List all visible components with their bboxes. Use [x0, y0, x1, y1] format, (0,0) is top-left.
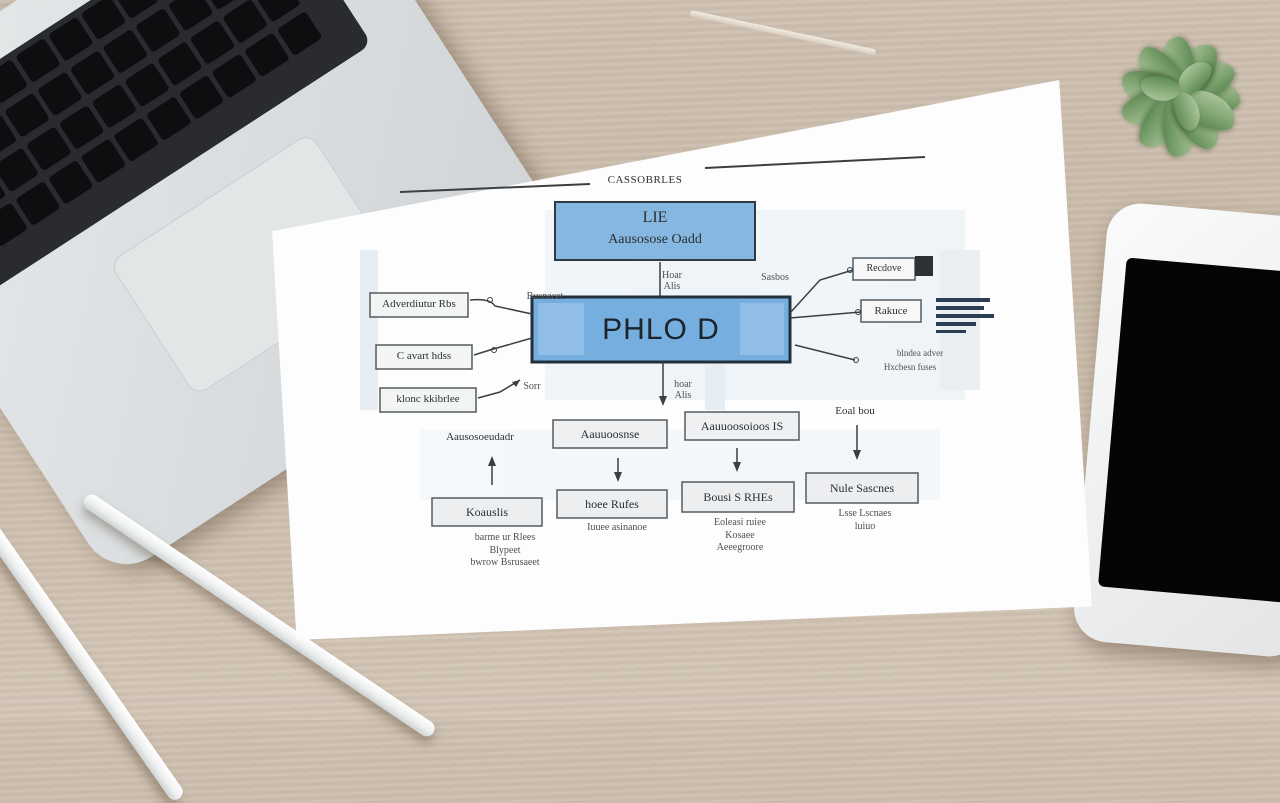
connector-label-left: Sorr — [523, 381, 541, 392]
bottom-box-3 — [681, 481, 795, 513]
bottom-box-4 — [805, 472, 919, 504]
left-box-2 — [375, 344, 473, 370]
left-box-2-label: C avart hdss — [396, 350, 452, 362]
connector-label-down-1: Hoar — [662, 270, 682, 281]
succulent-plant — [1060, 0, 1280, 200]
bottom-note-4: Lsse Lscnaes luiuo — [838, 508, 892, 532]
right-box-1-label: Recdove — [866, 263, 902, 274]
bottom-note-2: Iuuee asinanoe — [587, 522, 647, 533]
right-note-1: blndea adver — [896, 348, 944, 358]
center-down-label-1: hoar — [674, 379, 692, 390]
header-rule-left — [399, 183, 591, 193]
concept-diagram — [360, 156, 994, 527]
bottom-box-1 — [431, 497, 543, 527]
connector-label-top-right: Sasbos — [761, 272, 789, 283]
right-note-2: Hxcbesn fuses — [883, 362, 937, 372]
left-box-3 — [379, 387, 477, 413]
left-box-1 — [369, 292, 469, 318]
bottom-box-2 — [556, 489, 668, 519]
bottom-box-3-label: Bousi S RHEs — [703, 490, 773, 504]
left-box-1-label: Adverdiutur Rbs — [382, 298, 456, 310]
top-box — [554, 201, 756, 261]
row-header-3: Aauuoosoioos IS — [700, 419, 784, 433]
diagram-header: CASSOBRLES — [607, 174, 683, 186]
row-box-2 — [552, 419, 668, 449]
center-box-title: PHLO D — [602, 313, 720, 346]
right-box-2-label: Rakuce — [874, 305, 908, 317]
top-box-title: LIE — [642, 209, 668, 226]
row-header-1: Aausosoeudadr — [446, 431, 514, 443]
right-bars — [936, 298, 994, 333]
bottom-box-4-label: Nule Sascnes — [829, 481, 895, 495]
bottom-note-1: barme ur Rlees Blypeet bwrow Bsrusaeet — [470, 532, 540, 568]
left-box-3-label: klonc kkibrlee — [396, 393, 460, 405]
header-rule-right — [704, 156, 926, 169]
row-header-2: Aauuoosnse — [580, 427, 640, 441]
row-header-4: Eoal bou — [835, 405, 875, 417]
bottom-box-2-label: hoee Rufes — [585, 497, 639, 511]
connector-label-top-left: Busnacet — [526, 291, 564, 302]
row-box-3 — [684, 411, 800, 441]
top-box-subtitle: Aausosose Oadd — [608, 232, 702, 247]
bottom-note-3: Eoleasi ruiee Kosaee Aeeegroore — [714, 517, 766, 553]
connector-label-down-2: Alis — [663, 281, 681, 292]
right-box-2 — [860, 299, 922, 323]
bottom-box-1-label: Koauslis — [466, 505, 508, 519]
center-down-label-2: Alis — [674, 390, 692, 401]
